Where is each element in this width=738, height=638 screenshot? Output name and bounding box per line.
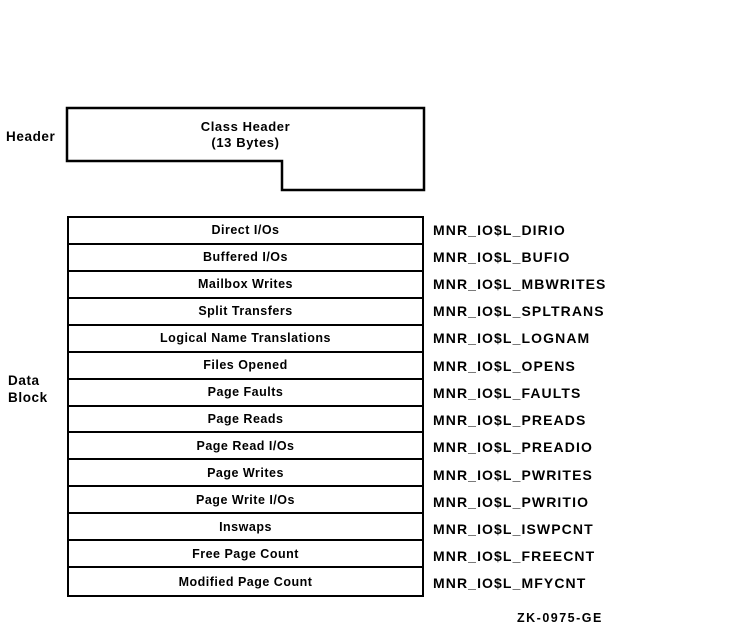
field-cell: Free Page Count (69, 541, 422, 569)
class-header-line2: (13 Bytes) (211, 134, 280, 150)
symbol-column: MNR_IO$L_DIRIO MNR_IO$L_BUFIO MNR_IO$L_MBW… (433, 216, 607, 597)
field-cell: Files Opened (69, 353, 422, 380)
symbol-label: MNR_IO$L_FAULTS (433, 384, 582, 401)
class-header-text: Class Header (13 Bytes) (67, 108, 424, 161)
symbol-label: MNR_IO$L_PREADS (433, 412, 587, 429)
header-label-text: Header (6, 129, 56, 144)
symbol-label: MNR_IO$L_PWRITES (433, 466, 593, 483)
field-cell: Page Write I/Os (69, 487, 422, 515)
field-cell: Split Transfers (69, 299, 422, 326)
symbol-label: MNR_IO$L_PREADIO (433, 439, 593, 456)
figure-caption: ZK-0975-GE (517, 611, 603, 625)
symbol-label: MNR_IO$L_MFYCNT (433, 575, 587, 592)
field-cell: Page Faults (69, 380, 422, 407)
data-block-label-line1: Data (8, 373, 40, 388)
field-cell: Buffered I/Os (69, 245, 422, 272)
symbol-label: MNR_IO$L_FREECNT (433, 548, 596, 565)
field-cell: Inswaps (69, 514, 422, 542)
field-cell: Direct I/Os (69, 218, 422, 245)
symbol-label: MNR_IO$L_ISWPCNT (433, 520, 594, 537)
symbol-label: MNR_IO$L_BUFIO (433, 248, 571, 265)
class-header-line1: Class Header (200, 118, 291, 134)
symbol-label: MNR_IO$L_MBWRITES (433, 276, 607, 293)
symbol-label: MNR_IO$L_DIRIO (433, 221, 566, 238)
symbol-label: MNR_IO$L_OPENS (433, 357, 576, 374)
data-block-label: Data Block (8, 372, 48, 406)
symbol-label: MNR_IO$L_LOGNAM (433, 330, 591, 347)
field-cell: Mailbox Writes (69, 272, 422, 299)
field-cell: Page Reads (69, 407, 422, 434)
field-cell: Modified Page Count (178, 574, 313, 589)
field-cell: Page Read I/Os (69, 433, 422, 461)
field-cell: Page Writes (69, 460, 422, 488)
class-header-box-shape (65, 106, 426, 192)
field-cell: Logical Name Translations (69, 326, 422, 353)
symbol-label: MNR_IO$L_SPLTRANS (433, 303, 605, 320)
header-label: Header (6, 128, 55, 145)
symbol-label: MNR_IO$L_PWRITIO (433, 493, 590, 510)
data-block-label-line2: Block (8, 390, 48, 405)
